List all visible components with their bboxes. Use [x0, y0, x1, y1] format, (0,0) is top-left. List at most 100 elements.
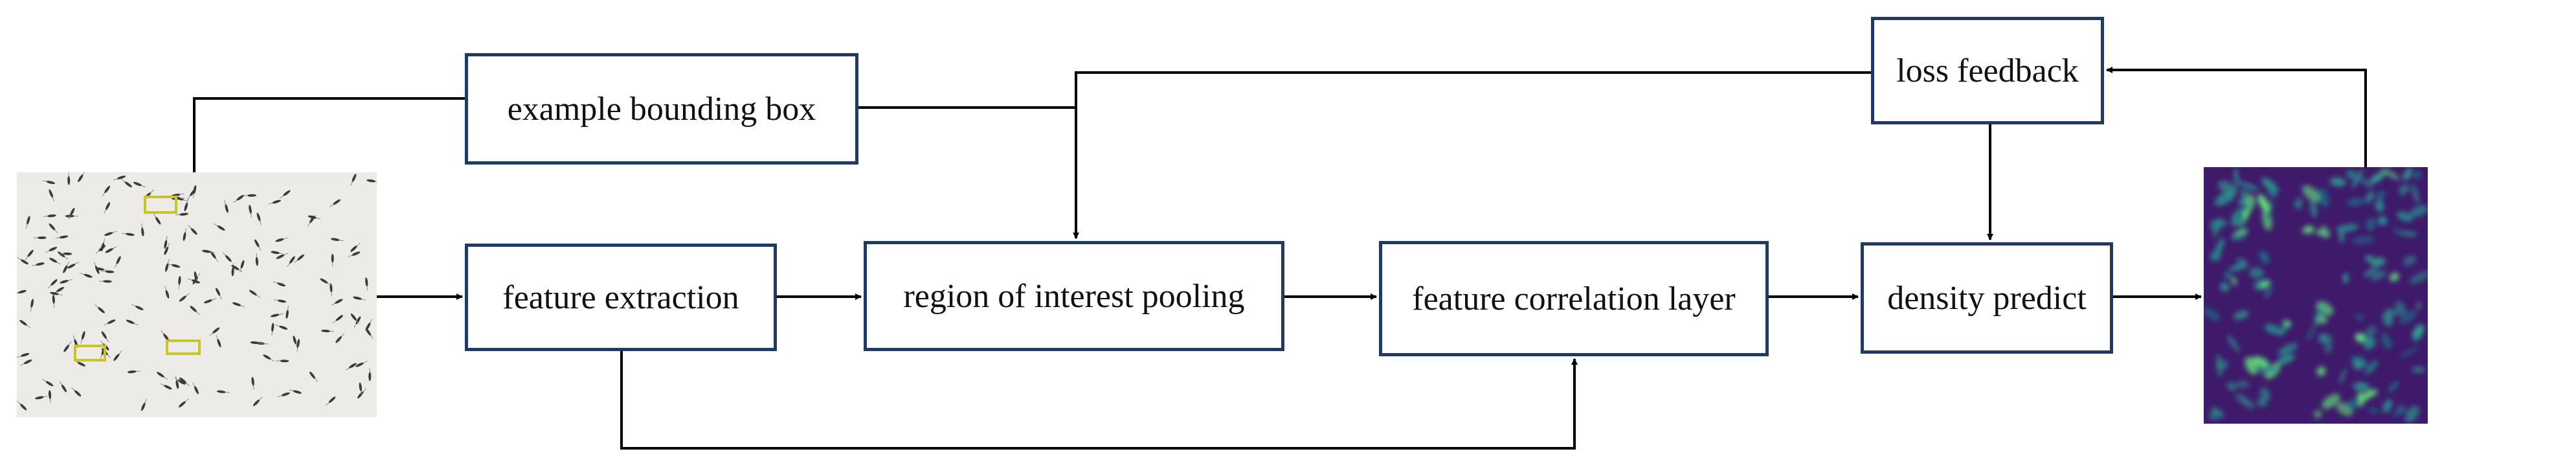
heat-blob — [2246, 194, 2256, 210]
fish-mark — [293, 336, 298, 349]
fish-mark — [365, 328, 374, 339]
fish-mark — [78, 172, 85, 183]
fish-mark — [52, 295, 55, 308]
heat-blob — [2412, 170, 2422, 179]
fish-mark — [216, 390, 230, 393]
fish-mark — [214, 223, 225, 231]
density-predict-label: density predict — [1887, 279, 2087, 317]
heat-blob — [2395, 301, 2406, 316]
heat-blob — [2230, 233, 2247, 241]
feature-extraction-label: feature extraction — [502, 279, 739, 316]
fish-mark — [202, 249, 215, 253]
heat-blob — [2371, 271, 2386, 280]
fish-mark — [254, 239, 262, 251]
fish-mark — [203, 298, 216, 304]
heat-blob — [2211, 407, 2224, 418]
fish-mark — [121, 179, 132, 188]
heat-blob — [2276, 354, 2296, 365]
fish-mark — [321, 329, 335, 332]
fish-mark — [255, 253, 258, 266]
heat-blob — [2264, 287, 2273, 299]
fish-mark — [141, 223, 144, 236]
heat-blob — [2226, 382, 2237, 391]
heat-blob — [2369, 170, 2386, 185]
fish-school-image — [17, 172, 377, 417]
fish-mark — [153, 213, 161, 225]
fish-mark — [249, 205, 252, 218]
fish-mark — [42, 180, 56, 185]
fish-mark — [49, 257, 61, 265]
fish-mark — [357, 388, 366, 399]
heat-blob — [2259, 280, 2270, 288]
heat-blob — [2238, 181, 2259, 191]
fish-mark — [233, 194, 244, 203]
fish-mark — [126, 319, 139, 326]
heat-blob — [2306, 326, 2315, 341]
heat-blob — [2415, 301, 2421, 310]
heat-blob — [2209, 411, 2220, 420]
heat-blob — [2265, 324, 2281, 335]
fish-mark — [43, 214, 56, 218]
fish-mark — [157, 372, 168, 380]
fish-mark — [161, 330, 170, 341]
loss-feedback-label: loss feedback — [1896, 52, 2079, 89]
fish-mark — [215, 288, 222, 300]
heat-blob — [2235, 381, 2250, 388]
example-bounding-box-node: example bounding box — [465, 53, 858, 165]
fish-mark — [331, 253, 334, 267]
heat-blob — [2227, 335, 2240, 352]
fish-mark — [17, 257, 28, 265]
fish-mark — [104, 201, 111, 214]
fish-mark — [240, 260, 245, 273]
fish-mark — [224, 200, 229, 213]
fish-mark — [345, 363, 357, 371]
heat-blob — [2294, 198, 2303, 210]
fish-mark — [365, 319, 373, 331]
density-heatmap — [2204, 167, 2428, 424]
fish-mark — [164, 243, 170, 255]
fish-mark — [297, 339, 300, 352]
fish-mark — [294, 254, 304, 264]
heat-blob — [2364, 266, 2379, 277]
heat-blob — [2257, 365, 2278, 374]
heat-blob — [2355, 333, 2366, 343]
heat-blob — [2368, 407, 2380, 413]
heat-blob — [2412, 183, 2419, 204]
fish-mark — [277, 392, 290, 398]
heat-blob — [2382, 399, 2392, 413]
heat-blob — [2336, 223, 2359, 233]
fish-mark — [232, 302, 245, 308]
heat-blob — [2391, 227, 2406, 236]
fish-mark — [187, 278, 201, 284]
fish-mark — [113, 350, 122, 361]
fish-mark — [133, 181, 146, 188]
heat-blob — [2239, 208, 2244, 229]
fish-mark — [95, 245, 106, 255]
heat-blob — [2233, 310, 2249, 320]
heat-blob — [2343, 273, 2349, 284]
heat-blob — [2257, 194, 2270, 212]
fish-mark — [59, 381, 67, 393]
heat-blob — [2317, 188, 2330, 208]
feature-extraction-node: feature extraction — [465, 244, 777, 351]
heat-blob — [2216, 360, 2228, 370]
heat-blob — [2251, 356, 2269, 368]
heat-blob — [2213, 217, 2221, 239]
heat-blob — [2219, 282, 2230, 292]
fish-mark — [190, 306, 200, 315]
heat-blob — [2358, 176, 2373, 189]
heat-blob — [2351, 169, 2363, 189]
fish-mark — [350, 174, 357, 186]
fish-mark — [127, 370, 140, 374]
fish-mark — [58, 251, 69, 260]
fish-mark — [179, 293, 190, 302]
heat-blob — [2366, 190, 2374, 203]
heat-blob — [2380, 332, 2392, 349]
heat-blob — [2355, 314, 2364, 321]
fish-mark — [309, 371, 318, 382]
fish-mark — [121, 233, 135, 236]
heat-blob — [2381, 168, 2400, 180]
heat-blob — [2386, 308, 2398, 316]
heat-blob — [2211, 252, 2221, 262]
